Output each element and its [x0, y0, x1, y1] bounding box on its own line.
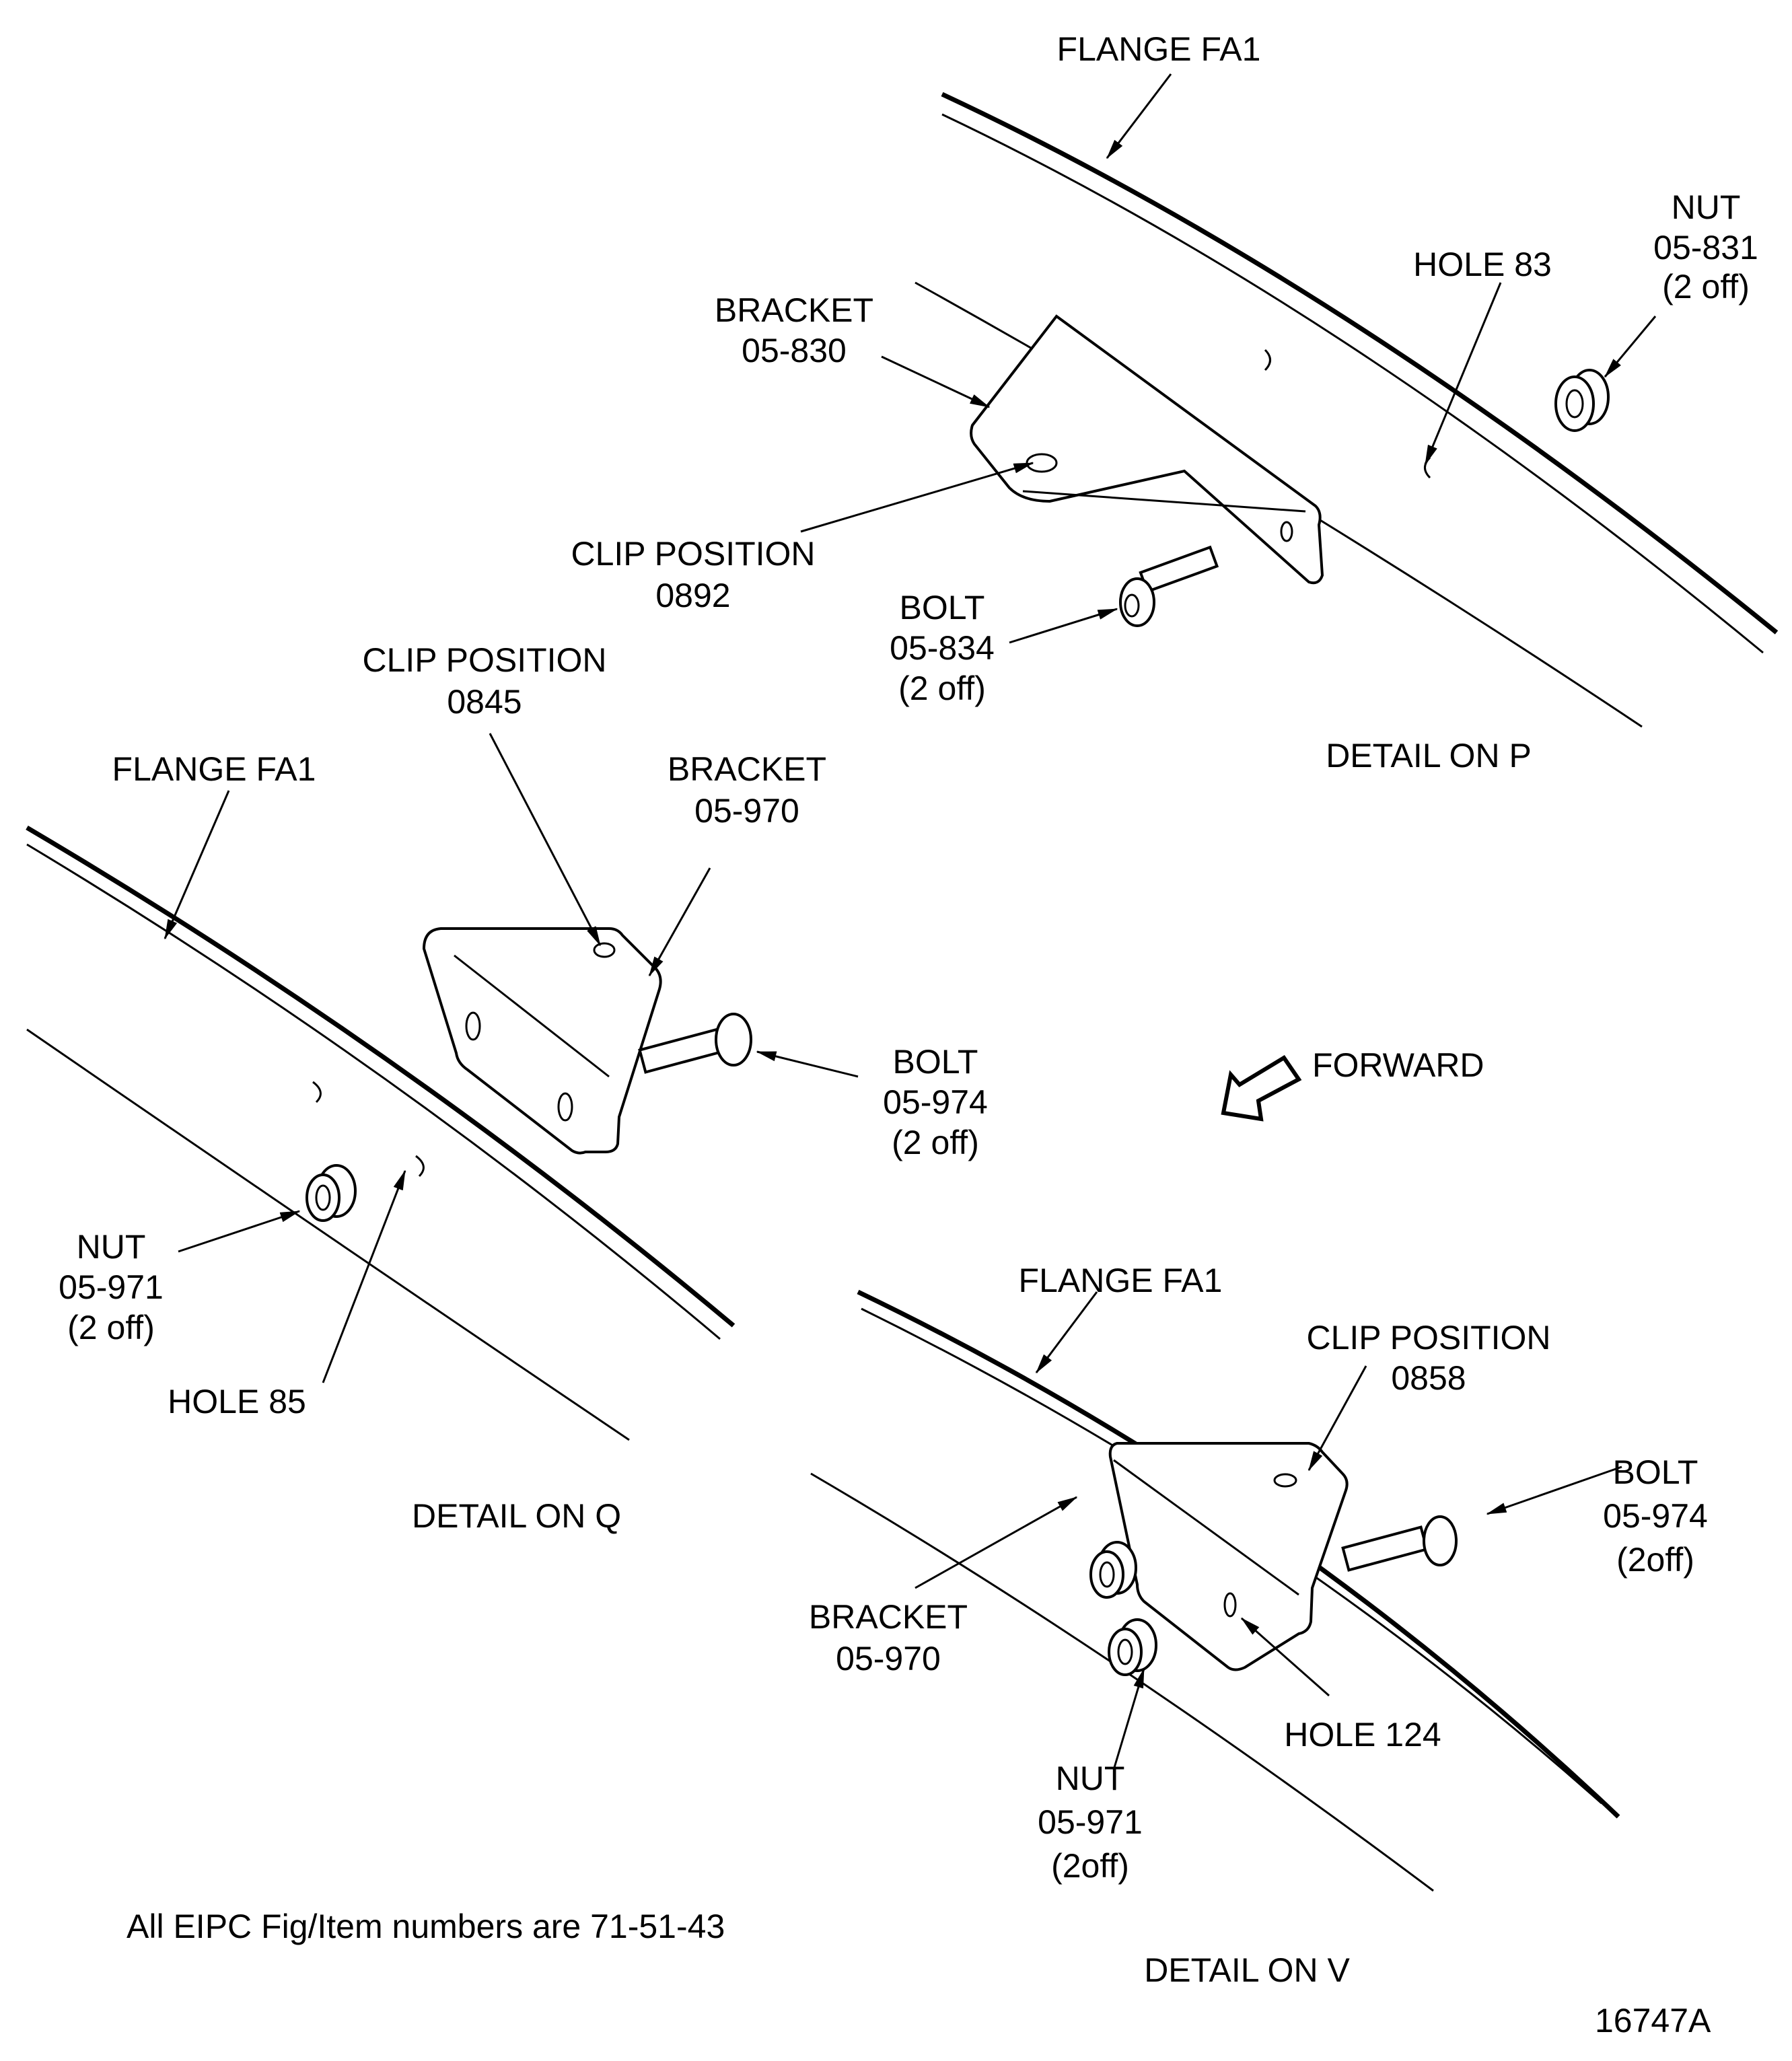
flange-outer-edge: [26, 825, 736, 1328]
bracket-label: BRACKET: [715, 291, 873, 329]
nut-05-971: [1108, 1618, 1157, 1676]
bolt-05-974: [1341, 1515, 1458, 1572]
nut-label: NUT: [77, 1228, 146, 1266]
bolt-label: BOLT: [900, 589, 985, 626]
clip-position-number: 0858: [1391, 1359, 1466, 1397]
detail-title: DETAIL ON Q: [412, 1497, 621, 1535]
bolt-part-number: 05-834: [890, 629, 995, 667]
bracket-hole: [557, 1092, 573, 1122]
clip-position-number: 0892: [655, 577, 730, 614]
flange-hole: [312, 1081, 322, 1104]
clip-position-number: 0845: [447, 683, 522, 721]
eipc-note: All EIPC Fig/Item numbers are 71-51-43: [127, 1908, 725, 1945]
nut-part-number: 05-831: [1653, 229, 1758, 266]
bracket-part-number: 05-970: [836, 1640, 941, 1677]
bolt-quantity: (2off): [1616, 1541, 1694, 1579]
bracket-bend-line: [454, 954, 610, 1078]
bolt-05-974: [638, 1013, 752, 1074]
hole-label: HOLE 85: [168, 1383, 306, 1420]
nut-part-number: 05-971: [1038, 1803, 1143, 1841]
detail-p: [800, 73, 1779, 728]
nut-part-number: 05-971: [59, 1268, 164, 1306]
flange-hole: [1264, 349, 1271, 371]
bracket-05-830: [970, 314, 1324, 585]
nut-05-971: [1089, 1541, 1137, 1599]
clip-hole-0858: [1273, 1473, 1297, 1488]
clip-position-label: CLIP POSITION: [362, 641, 606, 679]
nut-05-971: [306, 1164, 357, 1222]
hole-85: [415, 1155, 425, 1178]
bracket-hole: [1280, 521, 1293, 542]
flange-inner-edge: [941, 113, 1764, 654]
bolt-quantity: (2 off): [892, 1124, 979, 1161]
nut-05-831: [1554, 369, 1610, 432]
bracket-label: BRACKET: [809, 1598, 968, 1636]
clip-position-label: CLIP POSITION: [571, 535, 815, 573]
flange-outer-edge: [941, 92, 1779, 635]
forward-arrow-icon: [1221, 1054, 1302, 1122]
clip-hole-0845: [593, 942, 616, 958]
detail-title: DETAIL ON P: [1326, 737, 1532, 774]
bracket-label: BRACKET: [668, 750, 826, 788]
bolt-label: BOLT: [893, 1043, 978, 1081]
flange-label: FLANGE FA1: [1057, 30, 1261, 68]
flange-web-line: [26, 1028, 630, 1441]
hole-label: HOLE 124: [1284, 1716, 1441, 1753]
hole-label: HOLE 83: [1413, 246, 1552, 283]
nut-quantity: (2 off): [1662, 268, 1750, 305]
clip-position-label: CLIP POSITION: [1306, 1319, 1550, 1357]
flange-label: FLANGE FA1: [1019, 1262, 1223, 1299]
flange-label: FLANGE FA1: [112, 750, 316, 788]
detail-v: [810, 1289, 1622, 1892]
detail-title: DETAIL ON V: [1144, 1951, 1350, 1989]
bracket-hole: [465, 1011, 481, 1041]
bracket-05-970: [422, 927, 662, 1155]
bracket-part-number: 05-970: [694, 792, 799, 830]
nut-label: NUT: [1672, 188, 1741, 226]
detail-q: [26, 733, 859, 1441]
bolt-quantity: (2 off): [898, 670, 986, 707]
bracket-bend-line: [1022, 490, 1306, 513]
bolt-part-number: 05-974: [883, 1083, 988, 1121]
forward-label: FORWARD: [1312, 1046, 1484, 1084]
figure-number: 16747A: [1595, 2002, 1711, 2039]
bolt-05-834: [1119, 545, 1219, 627]
bolt-part-number: 05-974: [1603, 1497, 1708, 1535]
bracket-part-number: 05-830: [742, 332, 847, 369]
nut-label: NUT: [1056, 1760, 1125, 1797]
hole-124: [1223, 1592, 1237, 1618]
flange-inner-edge: [26, 843, 721, 1340]
nut-quantity: (2off): [1051, 1847, 1129, 1885]
bracket-bend-line: [1113, 1459, 1299, 1596]
bolt-label: BOLT: [1613, 1453, 1698, 1491]
nut-quantity: (2 off): [67, 1309, 155, 1346]
